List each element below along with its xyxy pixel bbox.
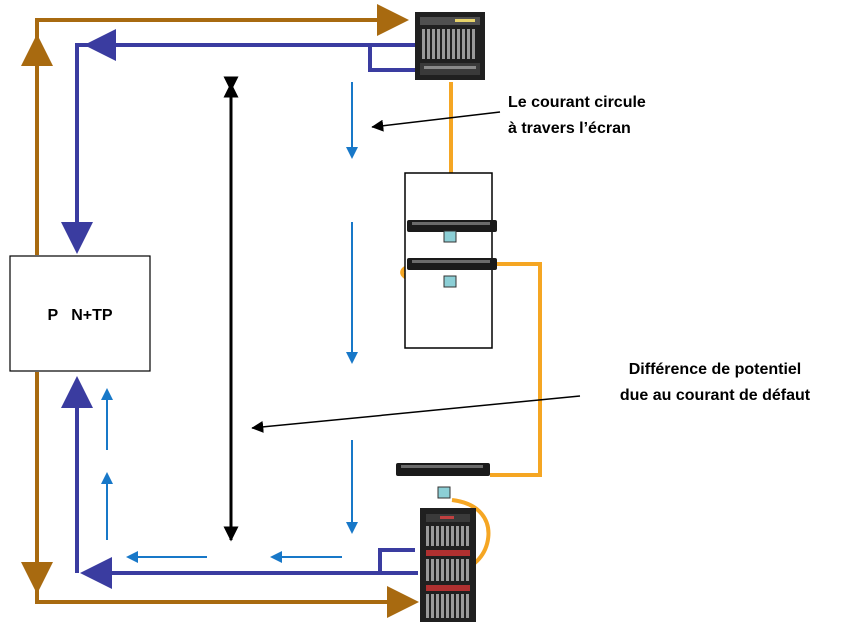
potential-difference-pointer (251, 395, 581, 433)
annotation-potential-difference-line2: due au courant de défaut (620, 387, 811, 404)
switch-rack-icon (415, 12, 485, 80)
annotation-screen-current-line1: Le courant circule (508, 94, 646, 111)
annotation-potential-difference-line1: Différence de potentiel (629, 361, 801, 378)
server-rack-icon (420, 508, 476, 622)
annotation-potential-difference: Différence de potentiel due au courant d… (620, 361, 811, 404)
patch-panel-icon (407, 258, 497, 288)
current-flow-arrows (101, 82, 358, 563)
navy-conductor (61, 29, 418, 589)
patch-panel-icon (407, 220, 497, 243)
panel-label: P N+TP (47, 307, 112, 324)
annotation-screen-current: Le courant circule à travers l’écran (508, 94, 646, 137)
patch-panel-icon (396, 463, 490, 499)
brown-conductor (21, 4, 419, 618)
distribution-panel: P N+TP (9, 255, 151, 372)
screen-current-pointer (371, 111, 501, 132)
annotation-screen-current-line2: à travers l’écran (508, 120, 631, 137)
